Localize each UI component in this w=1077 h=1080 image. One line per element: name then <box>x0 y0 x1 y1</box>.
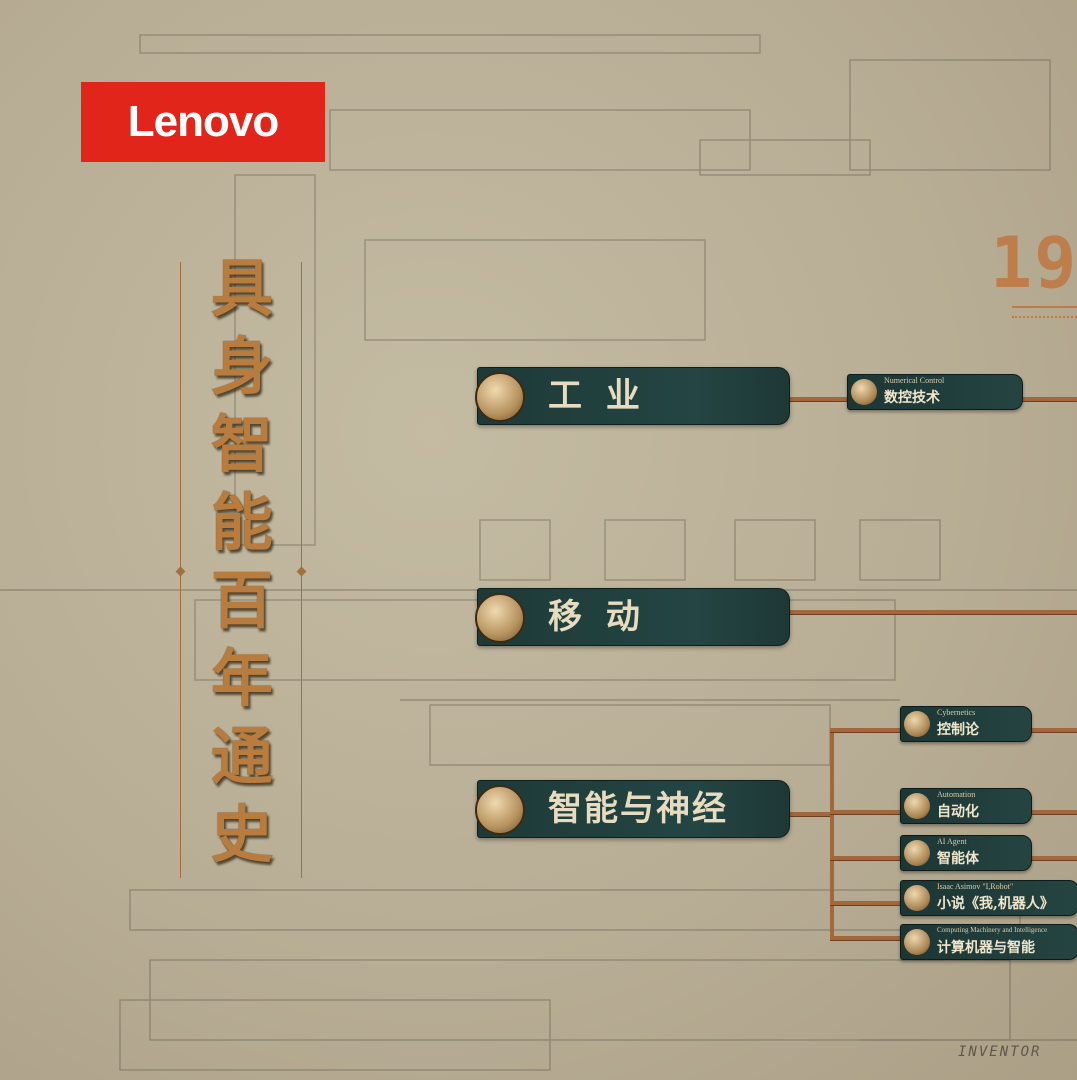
node-en: Automation <box>937 790 976 799</box>
pipe-out-automation <box>1030 810 1077 814</box>
year-rule <box>1012 306 1077 308</box>
title-char: 史 <box>210 798 273 871</box>
node-cybernetics[interactable]: Cybernetics 控制论 <box>900 706 1032 742</box>
industry-medal-icon <box>475 372 525 422</box>
title-char: 百 <box>210 564 273 637</box>
pipe-branch-asimov <box>830 901 900 905</box>
category-label: 移 动 <box>548 597 646 637</box>
neural-medal-icon <box>475 785 525 835</box>
pipe-neural-main <box>788 812 832 816</box>
background-inventor-text: INVENTOR <box>958 1044 1042 1060</box>
agent-icon <box>904 840 930 866</box>
book-icon <box>904 885 930 911</box>
pipe-mobile <box>788 610 1077 614</box>
category-mobile[interactable]: 移 动 <box>475 588 790 646</box>
year-label: 19 <box>990 222 1077 304</box>
pipe-out-agent <box>1030 856 1077 860</box>
category-label: 智能与神经 <box>548 789 728 829</box>
node-en: Computing Machinery and Intelligence <box>937 926 1048 934</box>
pipe-branch-agent <box>830 856 900 860</box>
title-char: 年 <box>210 642 273 715</box>
title-char: 通 <box>210 720 273 793</box>
pipe-branch-computing <box>830 936 900 940</box>
node-zh: 计算机器与智能 <box>937 940 1035 956</box>
node-en: AI Agent <box>937 837 967 846</box>
title-char: 能 <box>210 486 273 559</box>
node-zh: 小说《我,机器人》 <box>937 896 1054 912</box>
category-neural[interactable]: 智能与神经 <box>475 780 790 838</box>
logo-text: Lenovo <box>127 97 279 146</box>
node-zh: 控制论 <box>937 722 979 738</box>
mobile-medal-icon <box>475 593 525 643</box>
node-zh: 智能体 <box>937 851 979 867</box>
pipe-out-cybernetics <box>1030 728 1077 732</box>
category-industry[interactable]: 工 业 <box>475 367 790 425</box>
title-frame <box>175 262 307 878</box>
gear-icon <box>851 379 877 405</box>
node-ai-agent[interactable]: AI Agent 智能体 <box>900 835 1032 871</box>
node-en: Isaac Asimov "I,Robot" <box>937 882 1014 891</box>
pipe-branch-automation <box>830 810 900 814</box>
category-label: 工 业 <box>548 376 646 416</box>
title-char: 智 <box>210 408 273 481</box>
page-title: 具 身 智 能 百 年 通 史 <box>200 250 284 874</box>
node-zh: 自动化 <box>937 804 979 820</box>
portrait-icon <box>904 929 930 955</box>
node-en: Cybernetics <box>937 708 976 717</box>
node-asimov[interactable]: Isaac Asimov "I,Robot" 小说《我,机器人》 <box>900 880 1077 916</box>
lenovo-logo: Lenovo <box>81 82 325 162</box>
title-char: 具 <box>210 252 273 325</box>
year-rule-dotted <box>1012 316 1077 318</box>
node-computing[interactable]: Computing Machinery and Intelligence 计算机… <box>900 924 1077 960</box>
cybernetics-icon <box>904 711 930 737</box>
node-numerical-control[interactable]: Numerical Control 数控技术 <box>847 374 1023 410</box>
node-automation[interactable]: Automation 自动化 <box>900 788 1032 824</box>
pipe-neural-trunk <box>830 728 834 938</box>
automation-icon <box>904 793 930 819</box>
pipe-branch-cybernetics <box>830 728 900 732</box>
title-char: 身 <box>210 330 273 403</box>
node-zh: 数控技术 <box>884 390 940 406</box>
node-en: Numerical Control <box>884 376 945 385</box>
